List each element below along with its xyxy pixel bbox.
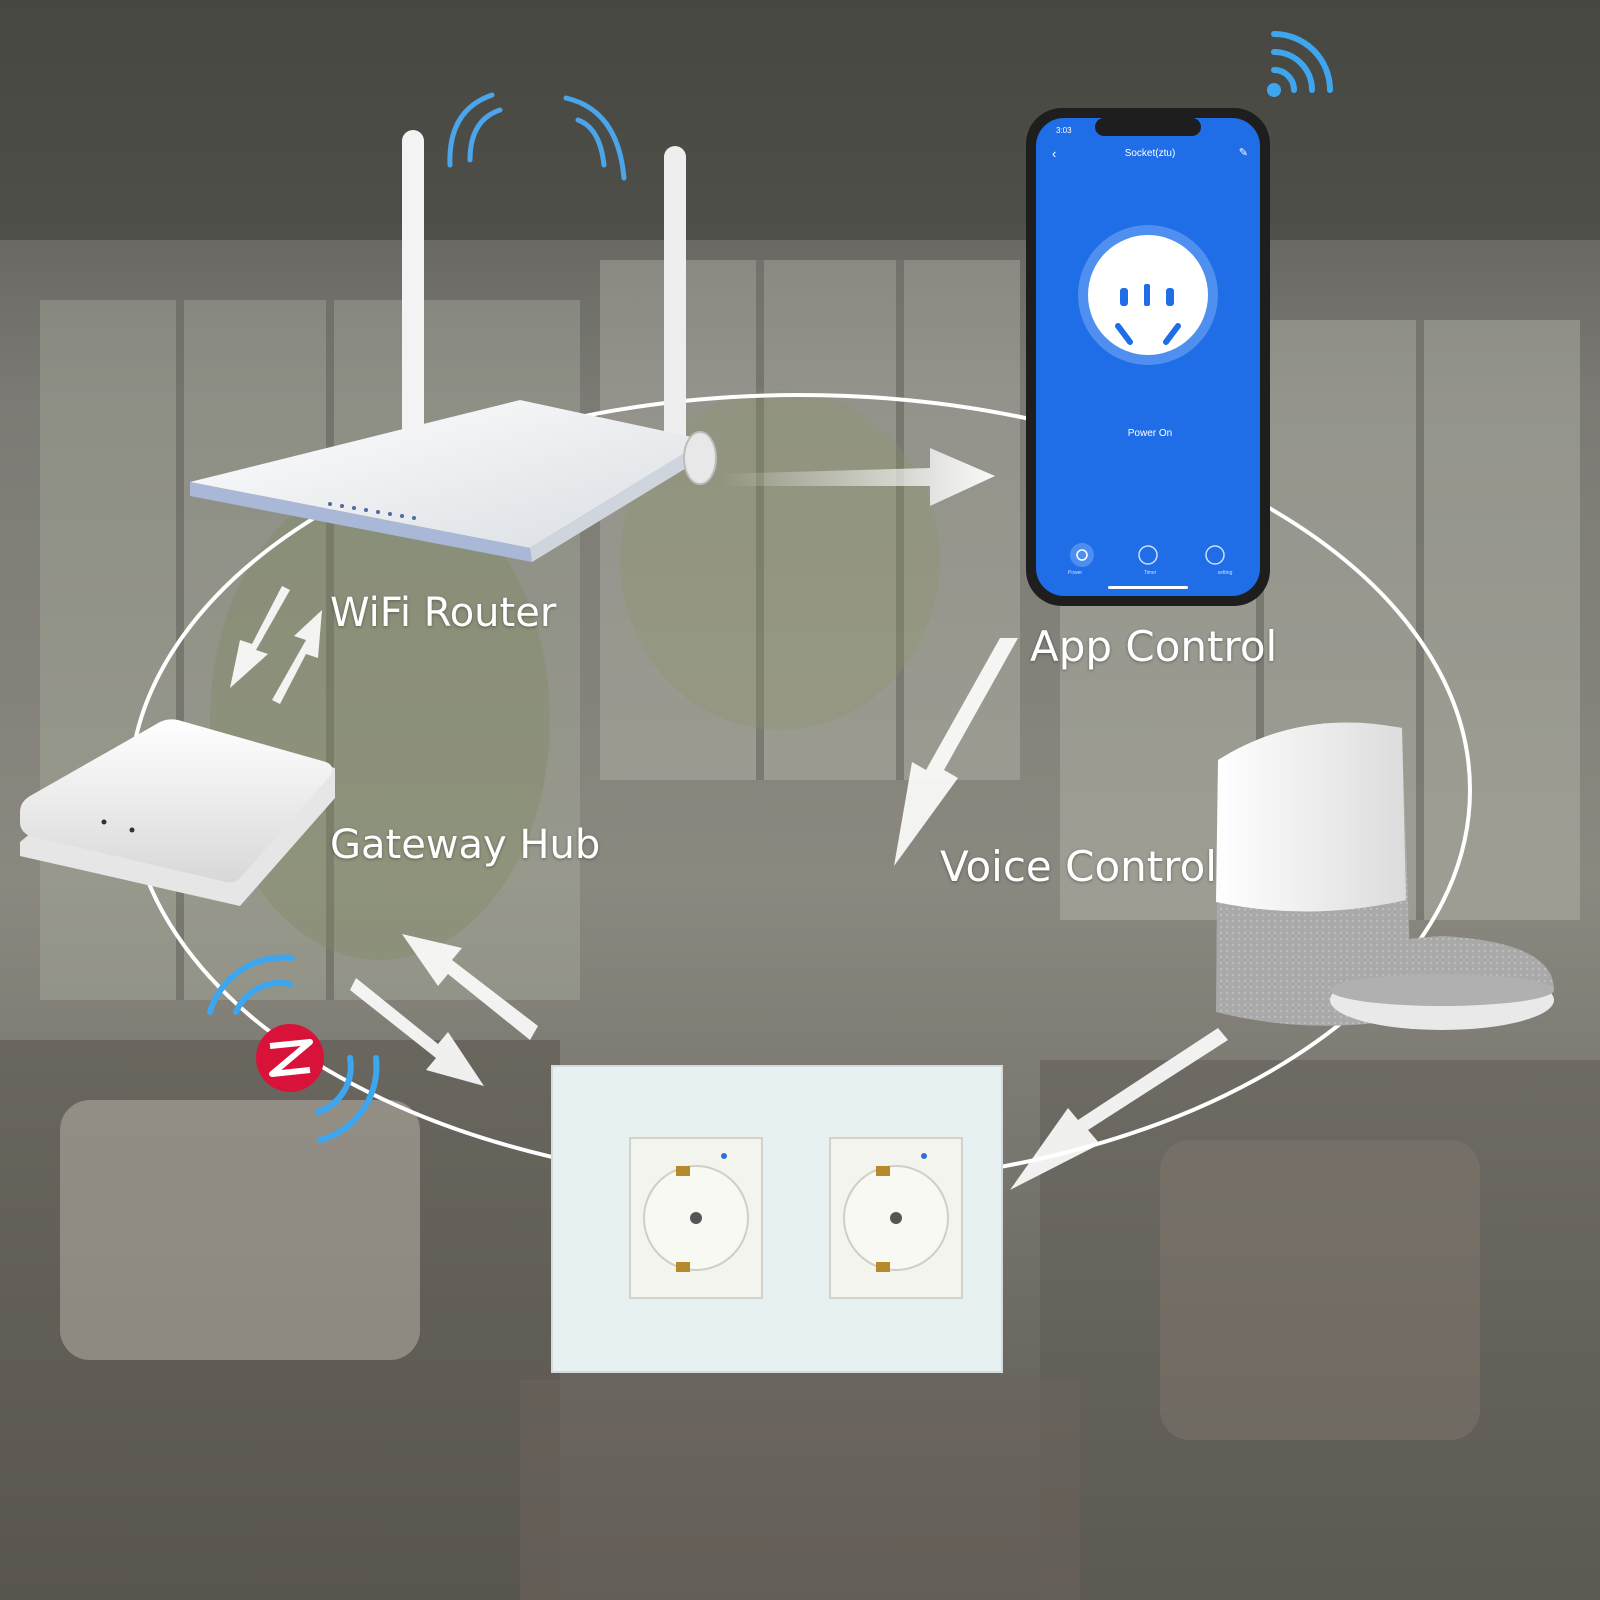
gateway-hub bbox=[20, 719, 335, 906]
speaker-to-socket-arrow bbox=[1010, 1028, 1228, 1190]
phone-screen: 3:03 ‹ Socket(ztu) ✎ Power On Power Time… bbox=[1036, 120, 1264, 598]
wifi-router-label: WiFi Router bbox=[330, 590, 557, 636]
tab-timer[interactable]: Timer bbox=[1143, 570, 1157, 576]
double-wall-socket bbox=[551, 1065, 1003, 1373]
phone-clock: 3:03 bbox=[1056, 126, 1072, 135]
app-title: Socket(ztu) bbox=[1124, 148, 1176, 159]
app-control-label: App Control bbox=[1030, 622, 1278, 671]
phone-wifi-icon bbox=[1267, 31, 1333, 97]
socket-left bbox=[629, 1137, 763, 1299]
zigbee-icon bbox=[207, 954, 380, 1143]
power-status: Power On bbox=[1127, 428, 1173, 439]
gateway-hub-label: Gateway Hub bbox=[330, 822, 601, 868]
router-to-app-arrow bbox=[720, 448, 995, 506]
app-to-voice-arrow bbox=[894, 638, 1018, 866]
smartphone bbox=[1026, 108, 1270, 606]
socket-right bbox=[829, 1137, 963, 1299]
voice-control-label: Voice Control bbox=[940, 842, 1217, 891]
hub-socket-arrows bbox=[350, 934, 538, 1086]
hub-router-arrows bbox=[230, 586, 322, 704]
tab-power[interactable]: Power bbox=[1067, 570, 1083, 576]
edit-icon[interactable]: ✎ bbox=[1238, 147, 1248, 159]
flow-arrows bbox=[230, 448, 1228, 1190]
wifi-router bbox=[190, 130, 717, 562]
back-icon[interactable]: ‹ bbox=[1052, 146, 1057, 161]
smart-speakers bbox=[1216, 722, 1554, 1030]
router-wifi-waves-icon bbox=[447, 92, 627, 181]
tab-setting[interactable]: setting bbox=[1217, 570, 1233, 576]
